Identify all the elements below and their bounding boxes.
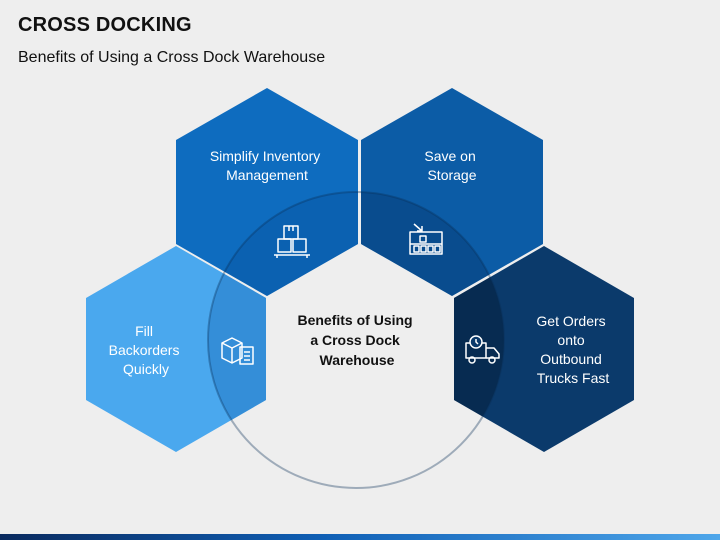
hexagon-label: Fill Backorders Quickly xyxy=(109,323,184,377)
delivery-truck-icon xyxy=(465,335,500,364)
hexagon-label: Get Orders onto Outbound Trucks Fast xyxy=(536,313,609,386)
hexagon-label: Simplify Inventory Management xyxy=(210,148,324,183)
hexagon-shape xyxy=(454,246,634,452)
center-circle-outline xyxy=(207,191,505,489)
hexagon-outbound-trucks: Get Orders onto Outbound Trucks Fast xyxy=(454,246,634,452)
page-title: CROSS DOCKING xyxy=(18,14,192,36)
warehouse-shelf-icon xyxy=(409,223,443,255)
boxes-on-pallet-icon xyxy=(274,225,310,258)
page-subtitle: Benefits of Using a Cross Dock Warehouse xyxy=(18,49,326,66)
box-checklist-icon xyxy=(221,337,254,365)
bottom-accent-bar xyxy=(0,534,720,540)
hexagon-label: Save on Storage xyxy=(424,148,479,183)
center-caption: Benefits of Using a Cross Dock Warehouse xyxy=(297,312,416,368)
